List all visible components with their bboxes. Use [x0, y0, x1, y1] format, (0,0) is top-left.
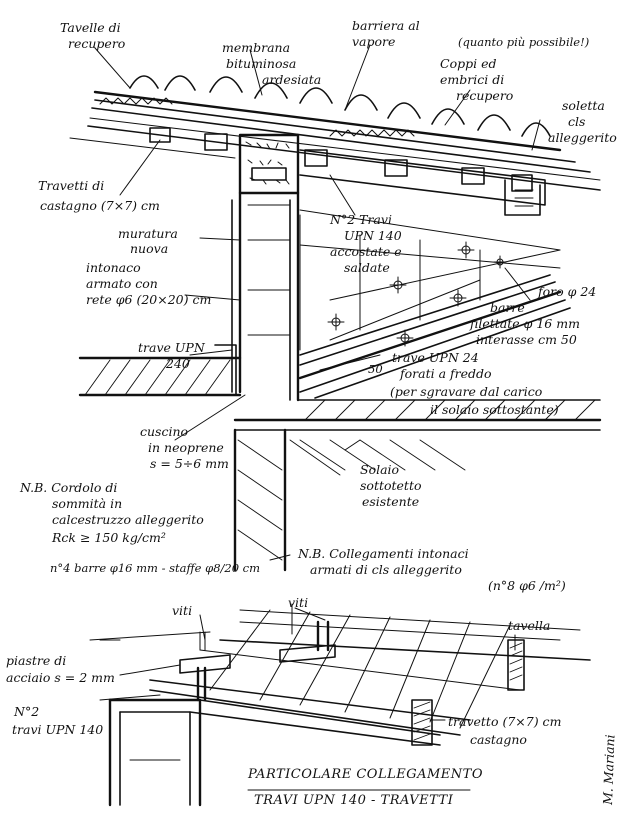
label-viti-left: viti	[172, 603, 192, 618]
leader-lines-lower	[99, 607, 516, 721]
label-tavelle-1: Tavelle di	[60, 20, 121, 35]
label-coppi-2: embrici di	[440, 72, 504, 87]
label-soletta-2: cls	[568, 114, 585, 129]
label-trave-upn240-2: 240	[165, 356, 190, 371]
label-trave-upn24-3: (per sgravare dal carico	[390, 384, 542, 399]
label-nb-cordolo-4: Rck ≥ 150 kg/cm²	[51, 530, 166, 545]
label-cuscino-3: s = 5÷6 mm	[150, 456, 229, 471]
label-solaio-3: esistente	[362, 494, 419, 509]
label-barre-3: interasse cm 50	[476, 332, 577, 347]
label-coppi-1: Coppi ed	[440, 56, 496, 71]
label-coppi-3: recupero	[456, 88, 513, 103]
label-travetti-2: castagno (7×7) cm	[40, 198, 160, 213]
roof-layers	[69, 90, 601, 216]
caption-line-2: TRAVI UPN 140 - TRAVETTI	[254, 793, 454, 808]
label-n2-travi-2: travi UPN 140	[12, 722, 103, 737]
label-membrana-1: membrana	[222, 40, 290, 55]
label-solaio-2: sottotetto	[360, 478, 422, 493]
label-piastre-1: piastre di	[6, 653, 66, 668]
label-trave-upn24-1: trave UPN 24	[392, 350, 479, 365]
label-barriera-1: barriera al	[352, 18, 420, 33]
label-intonaco-2: armato con	[86, 276, 158, 291]
wall-column	[214, 133, 300, 402]
leader-lines-upper	[94, 44, 541, 561]
label-piastre-2: acciaio s = 2 mm	[6, 670, 115, 685]
label-travetto-1: travetto (7×7) cm	[448, 714, 561, 729]
label-soletta-1: soletta	[562, 98, 605, 113]
label-travetto-2: castagno	[470, 732, 527, 747]
label-soletta-3: alleggerito	[548, 130, 617, 145]
label-quanto-piu: (quanto più possibile!)	[458, 35, 589, 49]
label-cuscino-1: cuscino	[140, 424, 188, 439]
label-nb-cordolo-2: sommità in	[52, 496, 122, 511]
label-nb-collegamenti-3: (n°8 φ6 /m²)	[488, 578, 566, 593]
label-nb-cordolo-3: calcestruzzo alleggerito	[52, 512, 204, 527]
label-barre-1: barre	[490, 300, 525, 315]
label-trave-upn24-4: il solaio sottostante)	[430, 402, 559, 417]
label-travetti-1: Travetti di	[38, 178, 104, 193]
label-foro: foro φ 24	[537, 284, 596, 299]
label-tavella: tavella	[508, 618, 550, 633]
label-nb-cordolo-1: N.B. Cordolo di	[19, 480, 117, 495]
label-travi-upn-2: UPN 140	[344, 228, 402, 243]
label-cinquanta: 50	[368, 362, 383, 376]
label-muratura-1: muratura	[118, 226, 178, 241]
label-travi-upn-1: N°2 Travi	[329, 212, 392, 227]
connection-detail	[89, 603, 591, 807]
label-cuscino-2: in neoprene	[148, 440, 224, 455]
label-barre-2: filettate φ 16 mm	[469, 316, 580, 331]
label-viti-right: viti	[288, 595, 308, 610]
label-travi-upn-3: accostate e	[330, 244, 402, 259]
roof-tiles	[129, 75, 551, 137]
label-membrana-3: ardesiata	[262, 72, 321, 87]
label-n2-travi-1: N°2	[13, 704, 39, 719]
label-nb-collegamenti-1: N.B. Collegamenti intonaci	[297, 546, 469, 561]
label-trave-upn24-2: forati a freddo	[399, 366, 492, 381]
caption-line-1: PARTICOLARE COLLEGAMENTO	[247, 767, 483, 782]
label-tavelle-2: recupero	[68, 36, 125, 51]
signature: M. Mariani	[600, 734, 617, 806]
label-travi-upn-4: saldate	[344, 260, 390, 275]
label-intonaco-3: rete φ6 (20×20) cm	[86, 292, 211, 307]
label-barriera-2: vapore	[352, 34, 395, 49]
label-membrana-2: bituminosa	[226, 56, 296, 71]
label-muratura-2: nuova	[130, 241, 168, 256]
annotation-labels: Tavelle di recupero membrana bituminosa …	[6, 18, 617, 808]
label-nb-collegamenti-2: armati di cls alleggerito	[310, 562, 462, 577]
label-trave-upn240-1: trave UPN	[138, 340, 206, 355]
label-nb-cordolo-5: n°4 barre φ16 mm - staffe φ8/20 cm	[50, 561, 260, 575]
label-solaio-1: Solaio	[360, 462, 399, 477]
label-intonaco-1: intonaco	[86, 260, 141, 275]
